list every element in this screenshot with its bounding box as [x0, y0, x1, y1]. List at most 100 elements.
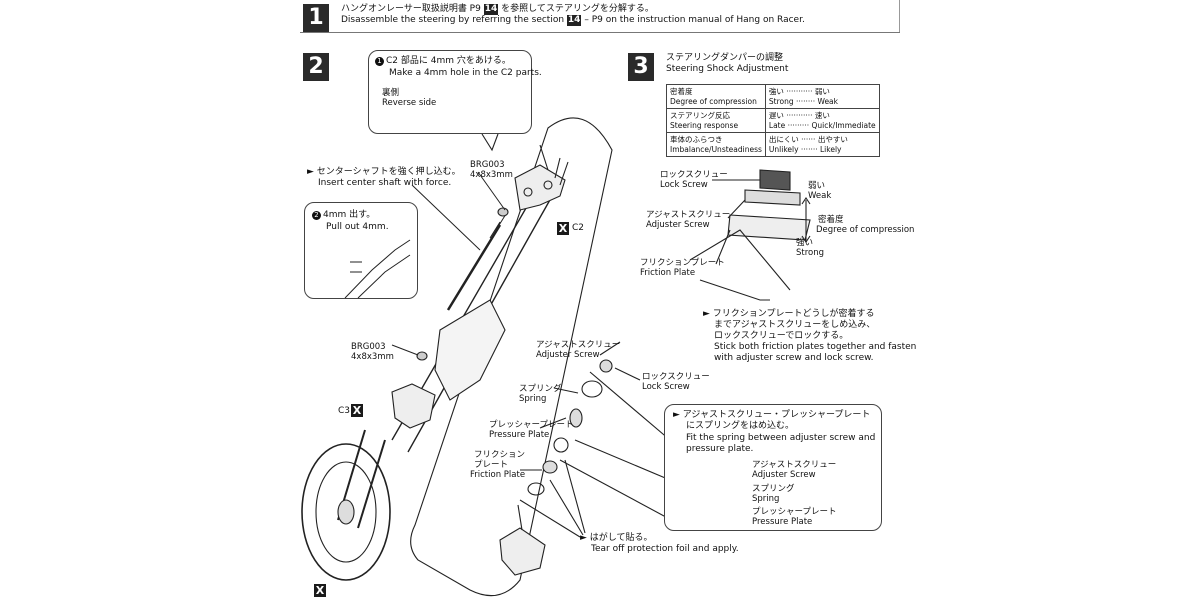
- header-divider: [300, 32, 900, 33]
- part-pressure-en: Pressure Plate: [489, 430, 550, 440]
- friction-note-en-2: with adjuster screw and lock screw.: [714, 353, 874, 363]
- shaft-thread: [489, 213, 507, 239]
- strong-en: Strong: [796, 248, 825, 258]
- step-1-en-text: Disassemble the steering by referring th…: [341, 15, 565, 25]
- tear-arrow-2: [549, 479, 584, 536]
- c3-label: C3: [338, 406, 351, 416]
- c3-x-mark: X: [351, 404, 363, 417]
- row-1-value-jp: 強い ··········· 弱い: [768, 87, 830, 96]
- row-2-jp: ステアリング反応: [670, 111, 730, 120]
- step-1-instruction-en: Disassemble the steering by referring th…: [341, 15, 805, 26]
- part-friction-jp-2: プレート: [474, 460, 509, 470]
- center-shaft: [446, 224, 502, 311]
- callout-1-jp-text: C2 部品に 4mm 穴をあける。: [386, 56, 511, 66]
- tear-off-jp: ► はがして貼る。: [580, 533, 653, 543]
- spring-box-spring-jp: スプリング: [752, 484, 795, 494]
- center-shaft-leader: [411, 184, 481, 251]
- step-1-jp-text-end: を参照してステアリングを分解する。: [501, 4, 654, 14]
- reverse-side-jp: 裏側: [382, 88, 400, 98]
- bearing-top: [497, 207, 509, 217]
- damper-adjuster-jp: アジャストスクリュー: [646, 210, 731, 220]
- center-shaft-en: Insert center shaft with force.: [318, 178, 452, 188]
- screw-3: [559, 161, 569, 186]
- row-3-en: Imbalance/Unsteadiness: [670, 144, 762, 154]
- step-1-number: 1: [303, 4, 329, 32]
- screw-1: [539, 144, 549, 171]
- part-lock-washer: [581, 380, 603, 398]
- friction-note-jp-3: ロックスクリューでロックする。: [714, 331, 849, 341]
- step-1-instruction-jp: ハングオンレーサー取扱説明書 P9 14 を参照してステアリングを分解する。: [341, 4, 654, 15]
- bottom-steering-assembly: [499, 527, 546, 576]
- step-3-number: 3: [628, 53, 654, 81]
- spring-box-spring-en: Spring: [752, 494, 780, 504]
- lock-screw-part-leader: [614, 367, 641, 381]
- friction-note-en-1: Stick both friction plates together and …: [714, 342, 917, 352]
- weak-en: Weak: [808, 191, 832, 201]
- spring-box-jp-2: にスプリングをはめ込む。: [686, 421, 795, 431]
- c2-hole-2: [543, 180, 553, 190]
- part-adjuster-jp: アジャストスクリュー: [536, 340, 621, 350]
- spring-box-en-1: Fit the spring between adjuster screw an…: [686, 433, 876, 443]
- step-1-en-section: 14: [566, 15, 582, 26]
- spring-box-en-2: pressure plate.: [686, 444, 754, 454]
- part-spring: [569, 408, 583, 428]
- damper-adjuster-en: Adjuster Screw: [646, 220, 710, 230]
- spring-part-leader: [553, 387, 579, 394]
- part-pressure-plate: [553, 437, 569, 453]
- center-shaft-jp: ► センターシャフトを強く押し込む。: [307, 167, 461, 177]
- step-1-jp-text: ハングオンレーサー取扱説明書 P9: [341, 4, 481, 14]
- friction-leader: [715, 229, 731, 265]
- spring-box-adjuster-jp: アジャストスクリュー: [752, 460, 837, 470]
- friction-note-jp-1: ► フリクションプレートどうしが密着する: [703, 309, 875, 319]
- brg-top-code: BRG003: [470, 160, 505, 170]
- step-3-title-en: Steering Shock Adjustment: [666, 64, 789, 74]
- spring-box-pressure-jp: プレッシャープレート: [752, 507, 837, 517]
- pressure-part-leader: [539, 417, 567, 429]
- bottom-x-mark: X: [314, 584, 326, 597]
- weak-jp: 弱い: [808, 181, 826, 191]
- c2-label: C2: [572, 223, 585, 233]
- brg-bottom-code: BRG003: [351, 342, 386, 352]
- c3-part: [391, 383, 436, 429]
- compression-arrow-head-bottom: [801, 235, 811, 243]
- spring-fit-box: [664, 404, 882, 531]
- tear-arrow-3: [564, 459, 586, 534]
- callout-1-number: 1: [375, 57, 384, 66]
- damper-friction-en: Friction Plate: [640, 268, 696, 278]
- c2-hole: [523, 187, 533, 197]
- damper-lock-screw: [759, 169, 791, 191]
- part-adjuster-screw: [599, 359, 613, 373]
- brake-disc: [315, 461, 377, 563]
- tear-off-en: Tear off protection foil and apply.: [591, 544, 739, 554]
- row-1-jp: 密着度: [670, 87, 693, 96]
- reverse-side-en: Reverse side: [382, 98, 437, 108]
- part-lock-jp: ロックスクリュー: [642, 372, 710, 382]
- spring-box-pressure-en: Pressure Plate: [752, 517, 813, 527]
- compression-arrow-head-top: [801, 197, 811, 205]
- part-friction-jp-1: フリクション: [474, 450, 526, 460]
- bottom-shaft: [517, 504, 523, 531]
- step-2-number: 2: [303, 53, 329, 81]
- degree-jp: 密着度: [818, 215, 844, 225]
- part-friction-en: Friction Plate: [470, 470, 526, 480]
- part-friction-lower: [527, 482, 545, 496]
- tear-arrow-1: [519, 499, 581, 538]
- part-spring-en: Spring: [519, 394, 547, 404]
- brg-top-size: 4x8x3mm: [470, 170, 513, 180]
- row-1-value-en: Strong ········ Weak: [768, 96, 838, 106]
- damper-friction-plate: [727, 214, 811, 241]
- part-adjuster-en: Adjuster Screw: [536, 350, 600, 360]
- brg-top-leader: [477, 171, 506, 211]
- front-wheel: [301, 443, 391, 581]
